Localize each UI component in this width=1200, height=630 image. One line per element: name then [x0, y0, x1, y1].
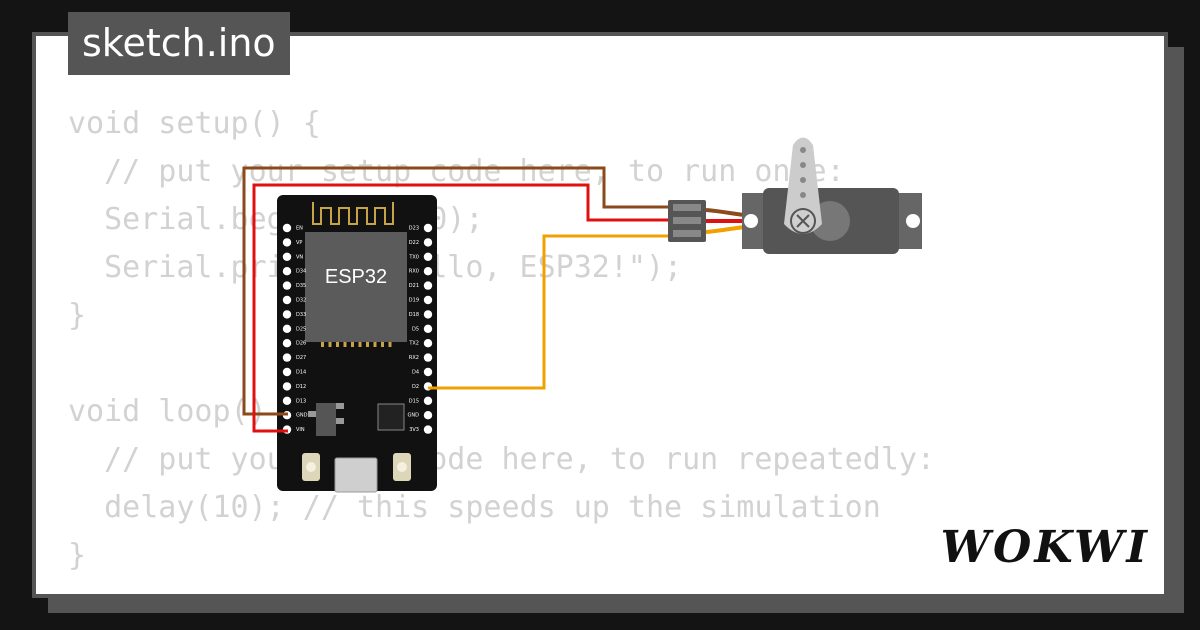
pin-right-10[interactable]: [423, 367, 433, 377]
pin-right-14[interactable]: [423, 425, 433, 434]
pin-label: RX2: [409, 355, 419, 361]
chip-pad: [343, 342, 347, 347]
pin-label: D27: [296, 355, 306, 361]
code-line: }: [68, 538, 87, 573]
pin-label: EN: [296, 226, 303, 232]
chip-pad: [328, 342, 332, 347]
pin-label: D12: [296, 384, 306, 390]
pin-left-1[interactable]: [282, 238, 292, 247]
pin-label: D2: [412, 384, 419, 390]
project-card: [32, 32, 1168, 598]
pin-left-5[interactable]: [282, 295, 292, 305]
file-name-tab[interactable]: sketch.ino: [68, 12, 290, 75]
pin-label: D21: [409, 283, 419, 289]
pin-label: D19: [409, 298, 419, 304]
pin-label: D23: [409, 226, 419, 232]
wire-d2-orange[interactable]: [428, 234, 672, 390]
pin-right-7[interactable]: [423, 324, 433, 333]
chip-pad: [351, 342, 354, 347]
pin-label: RX0: [409, 269, 419, 275]
voltage-regulator: [316, 403, 336, 436]
pin-right-1[interactable]: [423, 238, 433, 247]
pin-right-8[interactable]: [423, 339, 433, 348]
pin-right-4[interactable]: [423, 281, 433, 290]
code-line: void setup() {: [68, 106, 321, 141]
pin-label: VIN: [296, 427, 305, 433]
pin-label: D18: [409, 312, 419, 318]
pin-label: D32: [296, 298, 306, 304]
pin-label: GND: [296, 413, 308, 419]
pin-right-6[interactable]: [423, 310, 433, 319]
pin-left-0[interactable]: [282, 223, 292, 233]
esp32-board[interactable]: ESP32 ENVPVND34D35D32D33D25D26D27D14D12D…: [277, 195, 437, 493]
pin-label: D15: [409, 398, 419, 404]
pin-label: TX0: [408, 254, 419, 260]
pin-label: D14: [296, 370, 306, 376]
chip-label: ESP32: [325, 266, 387, 288]
chip-pad: [388, 342, 392, 347]
chip-pad: [336, 342, 339, 347]
chip-pad: [358, 342, 362, 347]
pin-label: VN: [296, 254, 303, 260]
servo-horn[interactable]: [784, 137, 822, 235]
pin-left-11[interactable]: [282, 382, 292, 391]
pin-right-5[interactable]: [423, 295, 433, 305]
pin-label: D35: [296, 283, 306, 289]
pin-left-4[interactable]: [282, 281, 292, 290]
wokwi-logo: WOKWI: [940, 522, 1150, 573]
pin-label: D13: [296, 398, 306, 404]
pin-label: D34: [296, 269, 306, 275]
pin-right-9[interactable]: [423, 353, 433, 362]
chip-pad: [373, 342, 377, 347]
pin-label: GND: [408, 413, 420, 419]
code-line: delay(10); // this speeds up the simulat…: [68, 490, 881, 525]
chip-pad: [321, 342, 324, 347]
pin-left-6[interactable]: [282, 310, 292, 319]
pin-label: D5: [412, 326, 419, 332]
pin-right-0[interactable]: [423, 223, 433, 233]
pin-left-8[interactable]: [282, 339, 292, 348]
chip-pad: [381, 342, 384, 347]
pin-right-13[interactable]: [423, 411, 433, 420]
pin-label: D4: [412, 370, 419, 376]
wire-gnd-brown[interactable]: [242, 166, 672, 416]
chip-pad: [366, 342, 369, 347]
antenna-trace: [312, 202, 394, 225]
pin-left-12[interactable]: [282, 396, 292, 405]
pin-left-10[interactable]: [282, 367, 292, 377]
pin-right-3[interactable]: [423, 267, 433, 276]
pin-left-3[interactable]: [282, 267, 292, 276]
pin-right-12[interactable]: [423, 396, 433, 405]
wire-vin-red[interactable]: [252, 183, 672, 433]
pin-label: D22: [409, 240, 419, 246]
pin-left-2[interactable]: [282, 252, 292, 261]
usb-port: [334, 457, 378, 493]
chip-pads: [321, 342, 392, 347]
pin-label: D33: [296, 312, 306, 318]
code-line: void loop() {: [68, 394, 303, 429]
pin-label: VP: [296, 240, 302, 246]
pin-label: D26: [296, 341, 306, 347]
usb-serial-chip: [377, 403, 405, 431]
esp32-chip: [305, 232, 407, 342]
servo-motor[interactable]: [668, 137, 922, 255]
pin-right-2[interactable]: [423, 252, 433, 261]
pin-label: 3V3: [409, 427, 419, 433]
pin-left-9[interactable]: [282, 353, 292, 362]
pin-label: D25: [296, 326, 306, 332]
pin-left-7[interactable]: [282, 324, 292, 333]
code-line: }: [68, 298, 87, 333]
pin-label: TX2: [408, 341, 419, 347]
